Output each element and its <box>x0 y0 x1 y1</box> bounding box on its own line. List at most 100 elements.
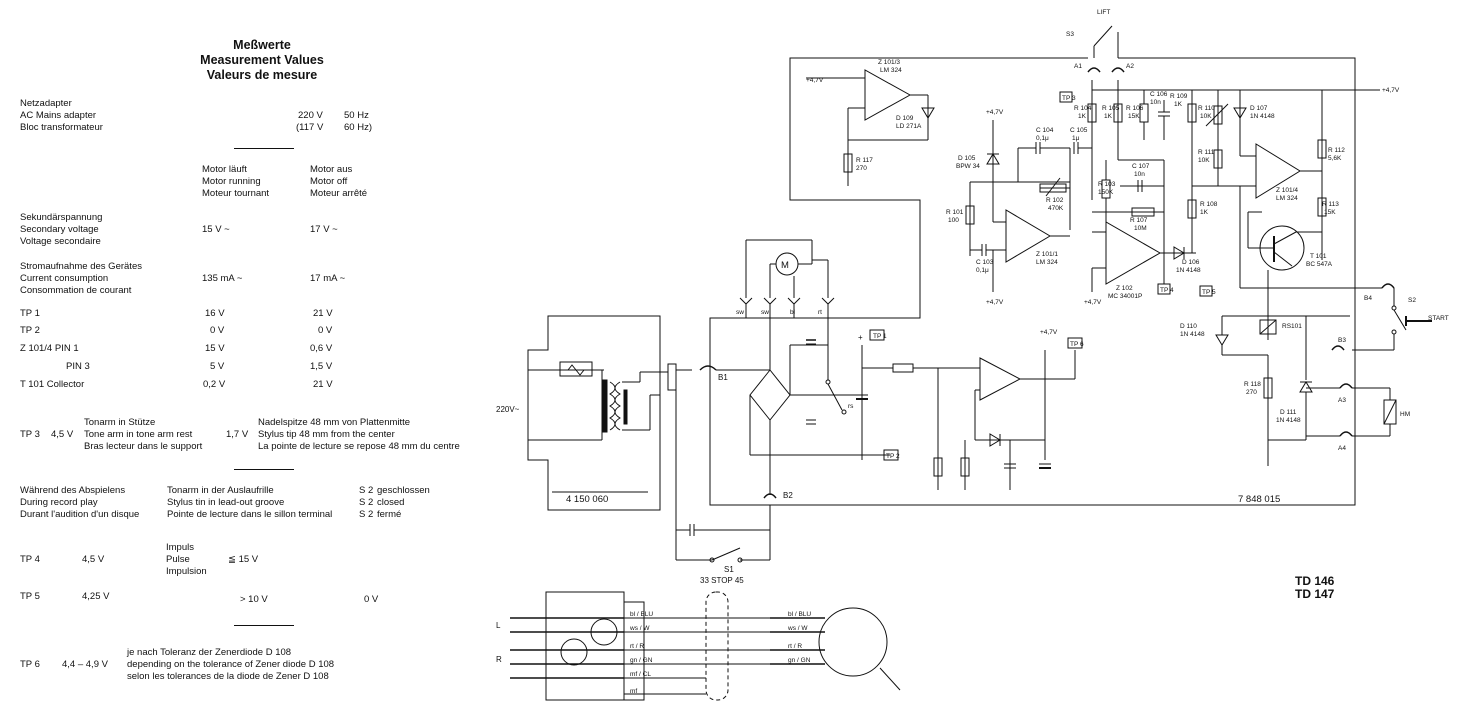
tp6-text-en: depending on the tolerance of Zener diod… <box>127 659 335 670</box>
s1-label: S1 <box>724 565 734 574</box>
svg-text:R 111: R 111 <box>1198 149 1215 156</box>
svg-text:D 106: D 106 <box>1182 259 1200 266</box>
svg-text:C 103: C 103 <box>976 259 994 266</box>
t101-collector-running: 0,2 V <box>203 379 226 390</box>
tp4-pulse-en: Pulse <box>166 554 190 565</box>
svg-text:R 104: R 104 <box>1074 105 1092 112</box>
tp3-left-de: Tonarm in Stütze <box>84 417 156 428</box>
svg-text:1N 4148: 1N 4148 <box>1250 113 1275 120</box>
svg-text:+4,7V: +4,7V <box>806 77 824 84</box>
motor-off-en: Motor off <box>310 176 348 187</box>
svg-text:R 112: R 112 <box>1328 147 1345 154</box>
b1-label: B1 <box>718 373 728 382</box>
tp2-label: TP 2 <box>20 325 40 336</box>
tp4-pulse-de: Impuls <box>166 542 194 553</box>
model-td147: TD 147 <box>1295 587 1335 601</box>
fuse <box>559 361 593 377</box>
svg-text:HM: HM <box>1400 411 1410 418</box>
svg-text:+4,7V: +4,7V <box>986 299 1004 306</box>
current-off: 17 mA ~ <box>310 273 346 284</box>
motor-label: M <box>781 260 789 271</box>
tp5-value: 4,25 V <box>82 591 110 602</box>
svg-text:Z 101/3: Z 101/3 <box>878 59 900 66</box>
tp3-value: 4,5 V <box>51 429 74 440</box>
svg-text:A2: A2 <box>1126 63 1134 70</box>
svg-text:S2: S2 <box>1408 297 1416 304</box>
svg-text:0,1μ: 0,1μ <box>1036 135 1049 142</box>
svg-text:1K: 1K <box>1104 113 1113 120</box>
svg-text:R 102: R 102 <box>1046 197 1064 204</box>
motor-running-de: Motor läuft <box>202 164 247 175</box>
t101-collector-off: 21 V <box>313 379 333 390</box>
z101-1-opamp <box>1005 209 1051 263</box>
svg-text:LM 324: LM 324 <box>1276 195 1298 202</box>
tp5-condition: > 10 V <box>240 594 268 605</box>
svg-text:MC 34001P: MC 34001P <box>1108 293 1142 300</box>
playback-s2-1: S 2 <box>359 485 374 496</box>
svg-text:bl / BLU: bl / BLU <box>788 611 811 618</box>
svg-text:D 107: D 107 <box>1250 105 1268 112</box>
svg-text:10K: 10K <box>1198 157 1210 164</box>
netzadapter-freq-2: 60 Hz) <box>344 122 372 133</box>
playback-col1-fr: Durant l'audition d'un disque <box>20 509 140 520</box>
svg-text:A1: A1 <box>1074 63 1082 70</box>
current-label-de: Stromaufnahme des Gerätes <box>20 261 142 272</box>
z101-3-opamp <box>864 69 912 121</box>
svg-text:sw: sw <box>761 309 769 316</box>
tp5-off: 0 V <box>364 594 379 605</box>
netzadapter-label-fr: Bloc transformateur <box>20 122 103 133</box>
svg-text:TP 2: TP 2 <box>886 453 900 460</box>
secondary-label-de: Sekundärspannung <box>20 212 103 223</box>
svg-text:R: R <box>496 655 502 664</box>
current-running: 135 mA ~ <box>202 273 243 284</box>
svg-text:START: START <box>1428 315 1449 322</box>
s1-speed-label: 33 STOP 45 <box>700 576 744 585</box>
pin3-label: PIN 3 <box>66 361 90 372</box>
svg-text:mf / CL: mf / CL <box>630 671 651 678</box>
svg-text:C 104: C 104 <box>1036 127 1054 134</box>
svg-text:10K: 10K <box>1200 113 1212 120</box>
board-outline <box>709 57 1356 506</box>
b2-label: B2 <box>783 491 793 500</box>
svg-text:D 105: D 105 <box>958 155 976 162</box>
svg-text:15K: 15K <box>1324 209 1336 216</box>
hm-coil <box>1383 399 1397 425</box>
svg-text:R 118: R 118 <box>1244 381 1261 388</box>
rs-label: rs <box>848 403 854 410</box>
tp4-condition: ≦ 15 V <box>228 554 259 565</box>
svg-text:1N 4148: 1N 4148 <box>1176 267 1201 274</box>
secondary-label-fr: Voltage secondaire <box>20 236 101 247</box>
svg-text:1N 4148: 1N 4148 <box>1180 331 1205 338</box>
tp6-text-fr: selon les tolerances de la diode de Zene… <box>127 671 329 682</box>
tp3-label: TP 3 <box>20 429 40 440</box>
svg-text:A4: A4 <box>1338 445 1346 452</box>
svg-text:LIFT: LIFT <box>1097 9 1110 16</box>
tp4-value: 4,5 V <box>82 554 105 565</box>
svg-text:TP 6: TP 6 <box>1070 341 1084 348</box>
svg-text:bl: bl <box>790 309 796 316</box>
z102-opamp <box>1105 221 1162 285</box>
svg-text:R 101: R 101 <box>946 209 964 216</box>
t101-collector-label: T 101 Collector <box>20 379 85 390</box>
r114 <box>892 363 914 373</box>
playback-col1-en: During record play <box>20 497 98 508</box>
tp6-text-de: je nach Toleranz der Zenerdiode D 108 <box>127 647 292 658</box>
cable-diagram: L R bl / BLU ws / W rt / R gn / GN mf / … <box>496 591 901 701</box>
divider-3 <box>234 625 294 626</box>
secondary-off: 17 V ~ <box>310 224 338 235</box>
svg-text:5,6K: 5,6K <box>1328 155 1342 162</box>
current-label-fr: Consommation de courant <box>20 285 132 296</box>
svg-text:R 103: R 103 <box>1098 181 1116 188</box>
svg-text:rt / R: rt / R <box>630 643 644 650</box>
power-plug <box>667 363 677 391</box>
tp2-marker <box>883 449 899 461</box>
svg-text:rt: rt <box>818 309 822 316</box>
tp1-marker <box>869 329 885 341</box>
svg-text:B4: B4 <box>1364 295 1372 302</box>
adapter-outline <box>527 315 661 511</box>
svg-text:D 110: D 110 <box>1180 323 1197 330</box>
svg-text:LM 324: LM 324 <box>880 67 902 74</box>
svg-text:270: 270 <box>1246 389 1257 396</box>
z1014-pin1-label: Z 101/4 PIN 1 <box>20 343 79 354</box>
